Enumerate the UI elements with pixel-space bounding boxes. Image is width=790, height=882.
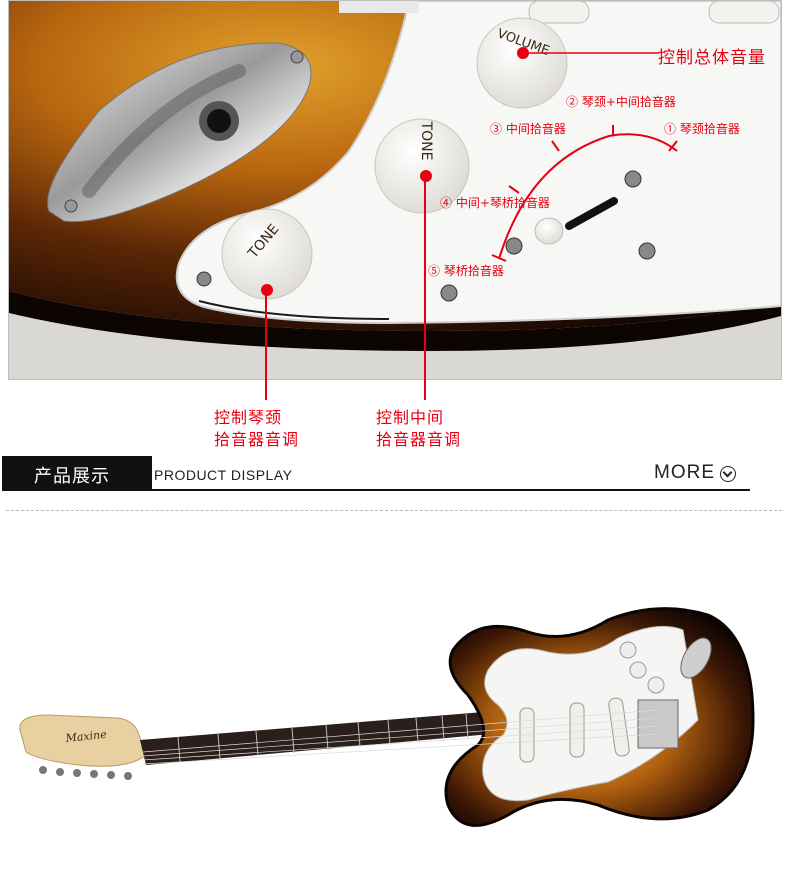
label-neck-tone-line2: 拾音器音调 — [214, 430, 300, 449]
guitar-full-photo: Maxine — [8, 520, 780, 882]
label-switch-pos2: ② 琴颈+中间拾音器 — [566, 95, 676, 109]
chevron-down-circle-icon[interactable] — [720, 466, 736, 482]
label-switch-pos1: ① 琴颈拾音器 — [664, 122, 740, 136]
guitar-controls-photo: VOLUME TONE TONE — [8, 0, 782, 380]
label-middle-tone-line2: 拾音器音调 — [376, 430, 462, 449]
section-title-tab: 产品展示 — [2, 456, 152, 490]
section-header: 产品展示 PRODUCT DISPLAY MORE — [2, 456, 750, 492]
section-header-underline — [2, 489, 750, 491]
section-title-en: PRODUCT DISPLAY — [154, 467, 293, 483]
section-divider — [6, 510, 782, 511]
neck-tone-knob: TONE — [221, 208, 313, 300]
label-switch-pos4: ④ 中间+琴桥拾音器 — [440, 196, 550, 210]
middle-tone-leader-line — [424, 178, 426, 400]
middle-tone-knob: TONE — [374, 118, 470, 214]
guitar-controls-illustration: VOLUME TONE TONE — [9, 1, 781, 379]
label-switch-pos5: ⑤ 琴桥拾音器 — [428, 264, 504, 278]
section-title-cn: 产品展示 — [34, 466, 110, 487]
volume-knob: VOLUME — [476, 17, 568, 109]
label-middle-tone-line1: 控制中间 — [376, 408, 445, 427]
label-neck-tone-line1: 控制琴颈 — [214, 408, 283, 427]
headstock-brand: Maxine — [64, 728, 108, 745]
neck-tone-leader-line — [265, 290, 267, 400]
label-master-volume: 控制总体音量 — [658, 48, 766, 68]
guitar-full-illustration: Maxine — [8, 520, 780, 882]
more-link[interactable]: MORE — [654, 462, 715, 483]
label-switch-pos3: ③ 中间拾音器 — [490, 122, 566, 136]
middle-tone-knob-label: TONE — [418, 121, 434, 161]
